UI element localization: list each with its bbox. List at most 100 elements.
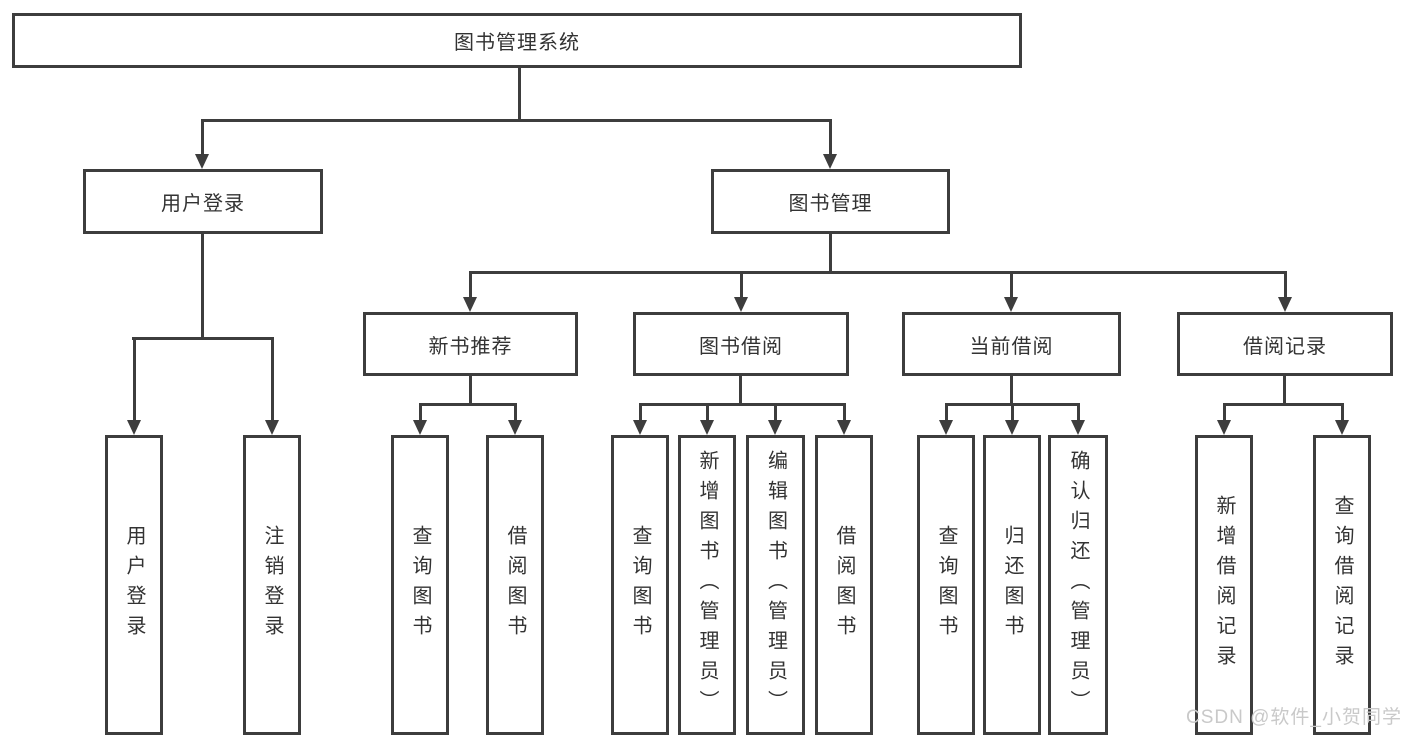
arrow-stem [270,340,274,420]
arrow-head-icon [837,420,851,435]
arrow-down [939,406,953,435]
arrow-head-icon [413,420,427,435]
arrow-stem [828,122,832,154]
node-user-login: 用户登录 [83,169,323,234]
leaf-label: 归还图书 [1001,525,1023,645]
arrow-stem [842,406,846,420]
arrow-stem [418,406,422,420]
arrow-stem [468,274,472,297]
arrow-stem [739,274,743,297]
leaf-label: 借阅图书 [504,525,526,645]
leaf-label: 用户登录 [123,525,145,645]
arrow-stem [1076,406,1080,420]
arrow-stem [1010,406,1014,420]
leaf-label: 查询图书 [409,525,431,645]
connector-stem [1010,375,1013,404]
arrow-down [633,406,647,435]
arrow-down [1217,406,1231,435]
arrow-head-icon [633,420,647,435]
connector-bar [469,271,1287,274]
arrow-down [127,340,141,435]
node-label: 图书借阅 [699,335,783,358]
arrow-down [700,406,714,435]
arrow-head-icon [823,154,837,169]
connector-bar [639,403,846,406]
arrow-down [823,122,837,169]
arrow-stem [200,122,204,154]
arrow-head-icon [127,420,141,435]
connector-bar [945,403,1080,406]
leaf-label: 注销登录 [261,525,283,645]
leaf-label: 新增借阅记录 [1213,495,1235,675]
arrow-head-icon [1004,297,1018,312]
arrow-down [1335,406,1349,435]
leaf-return-books: 归还图书 [983,435,1041,735]
leaf-label: 新增图书（管理员） [696,450,718,720]
leaf-query-borrow-record: 查询借阅记录 [1313,435,1371,735]
arrow-head-icon [734,297,748,312]
node-label: 借阅记录 [1243,335,1327,358]
connector-stem [829,233,832,272]
node-label: 用户登录 [161,193,245,215]
leaf-confirm-return-admin: 确认归还（管理员） [1048,435,1108,735]
arrow-stem [944,406,948,420]
leaf-label: 查询图书 [629,525,651,645]
arrow-down [734,274,748,312]
leaf-label: 编辑图书（管理员） [764,450,787,720]
connector-stem [1283,375,1286,404]
leaf-label: 确认归还（管理员） [1067,450,1089,720]
connector-bar [132,337,274,340]
arrow-down [1278,274,1292,312]
arrow-stem [705,406,709,420]
node-library-management-system: 图书管理系统 [12,13,1022,68]
leaf-label: 借阅图书 [833,525,855,645]
csdn-watermark: CSDN @软件_小贺同学 [1186,707,1402,728]
arrow-head-icon [265,420,279,435]
arrow-head-icon [1278,297,1292,312]
leaf-add-book-admin: 新增图书（管理员） [678,435,736,735]
arrow-down [768,406,782,435]
leaf-logout: 注销登录 [243,435,301,735]
leaf-query-books: 查询图书 [611,435,669,735]
arrow-down [1071,406,1085,435]
connector-stem [739,375,742,404]
leaf-edit-book-admin: 编辑图书（管理员） [746,435,805,735]
leaf-query-books: 查询图书 [391,435,449,735]
arrow-head-icon [1335,420,1349,435]
connector-bar [201,119,832,122]
arrow-head-icon [508,420,522,435]
arrow-stem [773,406,777,420]
arrow-stem [638,406,642,420]
node-label: 图书管理 [788,193,873,215]
arrow-down [195,122,209,169]
node-new-book-recommendation: 新书推荐 [363,312,578,376]
arrow-head-icon [700,420,714,435]
arrow-head-icon [1071,420,1085,435]
arrow-stem [513,406,517,420]
arrow-down [508,406,522,435]
arrow-head-icon [195,154,209,169]
arrow-down [463,274,477,312]
node-book-management: 图书管理 [711,169,950,234]
arrow-head-icon [1005,420,1019,435]
arrow-stem [1283,274,1287,297]
arrow-down [265,340,279,435]
connector-stem [201,233,204,338]
arrow-stem [1340,406,1344,420]
arrow-down [413,406,427,435]
arrow-down [837,406,851,435]
node-borrowing-records: 借阅记录 [1177,312,1393,376]
leaf-add-borrow-record: 新增借阅记录 [1195,435,1253,735]
node-label: 新书推荐 [428,335,513,358]
connector-bar [1223,403,1344,406]
connector-bar [419,403,517,406]
arrow-stem [1222,406,1226,420]
arrow-down [1005,406,1019,435]
arrow-head-icon [463,297,477,312]
leaf-label: 查询图书 [935,525,957,645]
leaf-borrow-books: 借阅图书 [486,435,544,735]
arrow-stem [1009,274,1013,297]
arrow-down [1004,274,1018,312]
node-label: 图书管理系统 [454,32,580,54]
